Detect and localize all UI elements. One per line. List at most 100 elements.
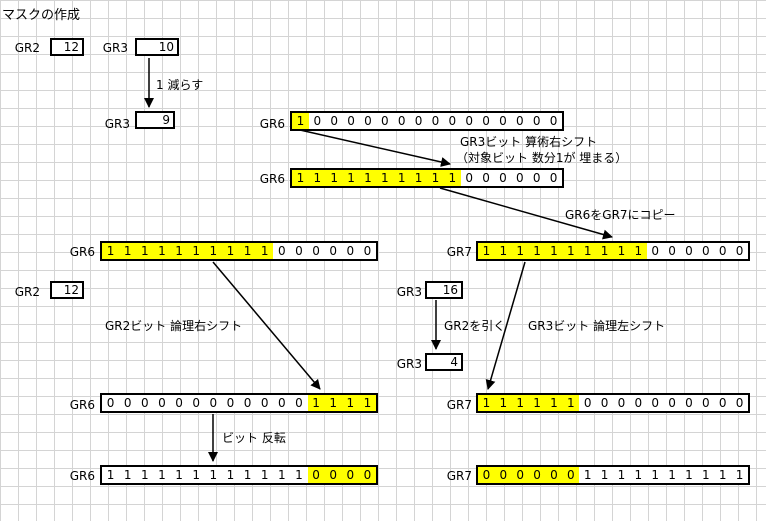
bit-cell: 1 [119, 243, 137, 259]
bit-cell: 1 [579, 243, 597, 259]
bit-cell: 1 [295, 468, 303, 482]
bit-cell: 1 [596, 243, 613, 259]
bit-cell: 0 [499, 171, 507, 185]
bit-cell: 0 [313, 114, 322, 128]
bit-cell: 1 [153, 243, 171, 259]
bit-cell: 1 [358, 395, 376, 411]
bit-cell: 0 [295, 396, 303, 410]
bit-cell: 1 [277, 468, 286, 482]
bit-cell: 1 [308, 170, 326, 186]
bit-cell: 1 [243, 468, 252, 482]
bit-cell: 0 [140, 396, 149, 410]
bit-cell: 0 [397, 114, 406, 128]
bit-cell: 1 [192, 468, 200, 482]
bit-cell: 0 [341, 467, 359, 483]
bit-cell: 1 [292, 113, 309, 129]
gr3-label: GR3 [396, 285, 422, 299]
bit-cell: 1 [494, 243, 512, 259]
bit-cell: 1 [140, 468, 149, 482]
bit-cell: 1 [511, 243, 529, 259]
bit-cell: 1 [583, 468, 592, 482]
bit-cell: 0 [380, 114, 389, 128]
bit-cell: 0 [358, 467, 376, 483]
gr3-value-box: 9 [135, 111, 175, 129]
bit-cell: 1 [102, 243, 120, 259]
bit-cell: 0 [175, 396, 183, 410]
bit-cell: 1 [528, 243, 546, 259]
bit-cell: 0 [346, 244, 355, 258]
gr2-shift-note: GR2ビット 論理右シフト [105, 319, 243, 333]
bit-cell: 0 [330, 114, 338, 128]
register-label: GR6 [69, 469, 95, 483]
bit-cell: 0 [718, 396, 727, 410]
bit-cell: 1 [613, 243, 630, 259]
bit-cell: 0 [532, 114, 541, 128]
bit-cell: 1 [324, 395, 342, 411]
bit-cell: 0 [515, 171, 524, 185]
bit-cell: 1 [123, 468, 132, 482]
bit-cell: 0 [562, 467, 580, 483]
gr3-value-box: 4 [425, 353, 463, 371]
bit-cell: 1 [528, 395, 546, 411]
bit-cell: 0 [735, 396, 744, 410]
arrow-copy [439, 187, 613, 240]
gr3-value-box: 10 [135, 38, 179, 56]
bit-cell: 1 [342, 170, 360, 186]
bit-cell: 0 [482, 171, 490, 185]
bit-cell: 1 [307, 395, 325, 411]
bit-cell: 0 [295, 244, 303, 258]
bit-cell: 1 [239, 243, 257, 259]
bit-cell: 1 [562, 243, 580, 259]
bit-cell: 0 [701, 396, 710, 410]
bit-cell: 0 [324, 467, 342, 483]
bit-cell: 1 [427, 170, 444, 186]
bit-cell: 0 [448, 114, 457, 128]
bit-cell: 1 [629, 243, 647, 259]
bit-cell: 1 [393, 170, 411, 186]
bit-cell: 0 [482, 114, 490, 128]
bit-cell: 1 [701, 468, 710, 482]
bit-cell: 1 [136, 243, 154, 259]
register-label: GR6 [69, 245, 95, 259]
arrow-logical-right-shift [212, 261, 321, 390]
bit-cell: 1 [478, 243, 495, 259]
bit-cell: 0 [414, 114, 423, 128]
bit-cell: 1 [634, 468, 643, 482]
gr3-label: GR3 [396, 357, 422, 371]
bit-cell: 0 [465, 171, 473, 185]
bit-cell: 0 [158, 396, 166, 410]
decrement-note: 1 減らす [156, 78, 204, 92]
gr3-value-box: 16 [425, 281, 463, 299]
gr3-shift-note: GR3ビット 論理左シフト [528, 319, 666, 333]
bit-cell: 1 [651, 468, 659, 482]
diagram-title: マスクの作成 [2, 8, 81, 23]
bit-cell: 1 [221, 243, 239, 259]
bit-cell: 0 [668, 244, 676, 258]
bit-cell: 0 [329, 244, 337, 258]
bit-cell: 0 [209, 396, 218, 410]
register-label: GR6 [259, 172, 285, 186]
bit-cell: 0 [277, 244, 286, 258]
gr3-label: GR3 [102, 41, 128, 55]
bit-cell: 1 [685, 468, 693, 482]
bit-cell: 0 [651, 396, 659, 410]
bit-cell: 1 [478, 395, 495, 411]
bit-cell: 0 [226, 396, 235, 410]
bit-cell: 0 [192, 396, 200, 410]
bit-cell: 0 [545, 467, 563, 483]
bit-cell: 1 [170, 243, 188, 259]
bit-cell: 0 [511, 467, 529, 483]
register-label: GR7 [446, 245, 472, 259]
bit-cell: 0 [431, 114, 440, 128]
bit-cell: 0 [260, 396, 269, 410]
bit-cell: 1 [260, 468, 269, 482]
bit-cell: 0 [123, 396, 132, 410]
bit-cell: 0 [600, 396, 609, 410]
bit-cell: 1 [175, 468, 183, 482]
bit-cell: 0 [583, 396, 592, 410]
bit-cell: 0 [532, 171, 541, 185]
